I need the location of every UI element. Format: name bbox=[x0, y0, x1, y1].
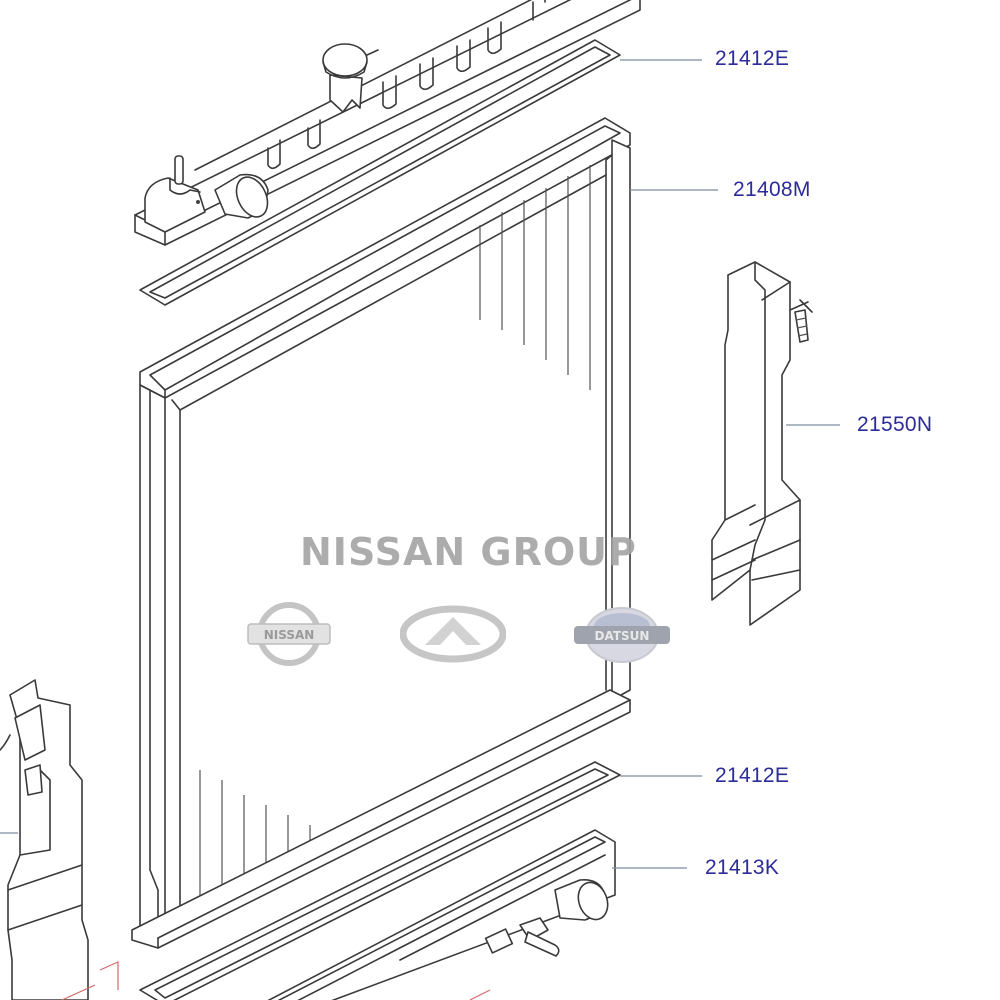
part-label-21412E-lower[interactable]: 21412E bbox=[715, 764, 790, 787]
part-label-21550N[interactable]: 21550N bbox=[857, 413, 933, 436]
part-label-21413K[interactable]: 21413K bbox=[705, 856, 780, 879]
datsun-logo-text: DATSUN bbox=[595, 629, 650, 643]
tank-ribs bbox=[267, 0, 546, 170]
left-side-mount bbox=[0, 679, 89, 1000]
leader-lines bbox=[0, 59, 840, 869]
upper-tank-left-fitting bbox=[144, 155, 269, 233]
watermark-title: NISSAN GROUP bbox=[300, 530, 637, 574]
part-label-21408M[interactable]: 21408M bbox=[733, 178, 811, 201]
nissan-logo-text: NISSAN bbox=[264, 628, 315, 642]
lower-outlet-pipe bbox=[554, 878, 609, 921]
radiator-cap bbox=[322, 43, 379, 113]
lower-gasket bbox=[139, 761, 621, 1000]
radiator-core bbox=[131, 117, 631, 949]
upper-gasket bbox=[139, 39, 621, 306]
datsun-logo: DATSUN bbox=[572, 606, 672, 669]
reference-marks bbox=[61, 961, 491, 1000]
upper-tank bbox=[134, 0, 641, 246]
nissan-logo: NISSAN bbox=[246, 600, 332, 673]
core-fins-upper bbox=[479, 165, 591, 390]
part-label-21412E-upper[interactable]: 21412E bbox=[715, 47, 790, 70]
right-side-mount bbox=[711, 261, 813, 626]
infiniti-logo bbox=[399, 605, 507, 668]
drain-cock bbox=[484, 917, 560, 957]
